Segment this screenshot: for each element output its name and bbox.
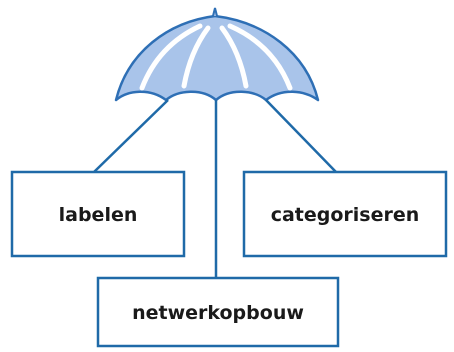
connector-right (265, 99, 337, 173)
node-right: categoriseren (242, 170, 448, 258)
umbrella-rib-left-mid (181, 25, 211, 89)
node-bottom-label: netwerkopbouw (132, 302, 304, 324)
node-bottom-box (96, 276, 340, 348)
umbrella-tip (212, 7, 218, 17)
umbrella-rib-right-mid (219, 25, 249, 89)
node-left-box (10, 170, 186, 258)
umbrella-rib-right (227, 23, 293, 91)
umbrella-icon (114, 7, 320, 102)
connectors (93, 99, 337, 278)
node-bottom: netwerkopbouw (96, 276, 340, 348)
node-left-label: labelen (59, 204, 138, 226)
umbrella-rib-left (139, 23, 203, 91)
node-right-label: categoriseren (271, 204, 420, 226)
node-right-box (242, 170, 448, 258)
node-left: labelen (10, 170, 186, 258)
connector-left (93, 99, 169, 173)
